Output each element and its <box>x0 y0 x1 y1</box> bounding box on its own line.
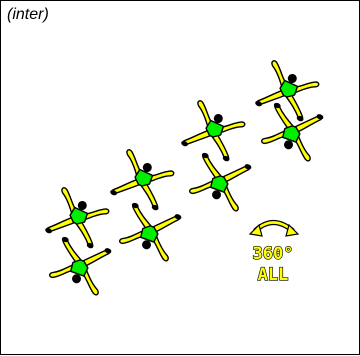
diver-2a <box>108 149 176 215</box>
pair-1 <box>43 187 114 295</box>
diver-3a <box>179 100 247 166</box>
diver-1a <box>43 187 111 253</box>
diver-2b <box>118 198 184 261</box>
rotate-arc-arrows-icon <box>250 223 298 237</box>
diver-3b <box>188 148 254 211</box>
pair-3 <box>179 100 254 211</box>
rotation-scope: ALL <box>258 265 289 285</box>
pair-2 <box>108 149 184 261</box>
rotation-degrees: 360° <box>253 244 294 264</box>
pair-4 <box>253 60 326 161</box>
rotation-badge: 360° ALL <box>250 223 298 286</box>
diver-4a <box>253 60 321 126</box>
diver-1b <box>48 232 114 295</box>
